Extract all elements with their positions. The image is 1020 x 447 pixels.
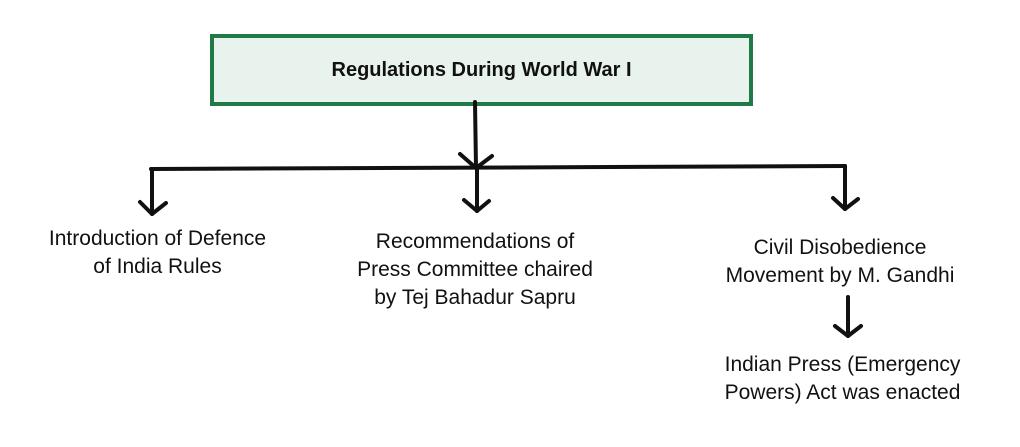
node-civil-disobedience: Civil Disobedience Movement by M. Gandhi bbox=[725, 236, 955, 287]
title-box: Regulations During World War I bbox=[210, 34, 753, 106]
arrow-center bbox=[462, 198, 491, 213]
diagram-title: Regulations During World War I bbox=[331, 58, 632, 81]
arrow-right bbox=[831, 196, 860, 211]
node-defence-of-india-rules: Introduction of Defence of India Rules bbox=[48, 227, 267, 278]
node-press-committee: Recommendations of Press Committee chair… bbox=[357, 230, 593, 309]
node-indian-press-act: Indian Press (Emergency Powers) Act was … bbox=[724, 353, 961, 404]
arrow-left bbox=[138, 200, 168, 216]
trunk-line bbox=[473, 100, 478, 170]
branch-bar bbox=[149, 164, 847, 171]
arrow-sub bbox=[833, 324, 863, 338]
